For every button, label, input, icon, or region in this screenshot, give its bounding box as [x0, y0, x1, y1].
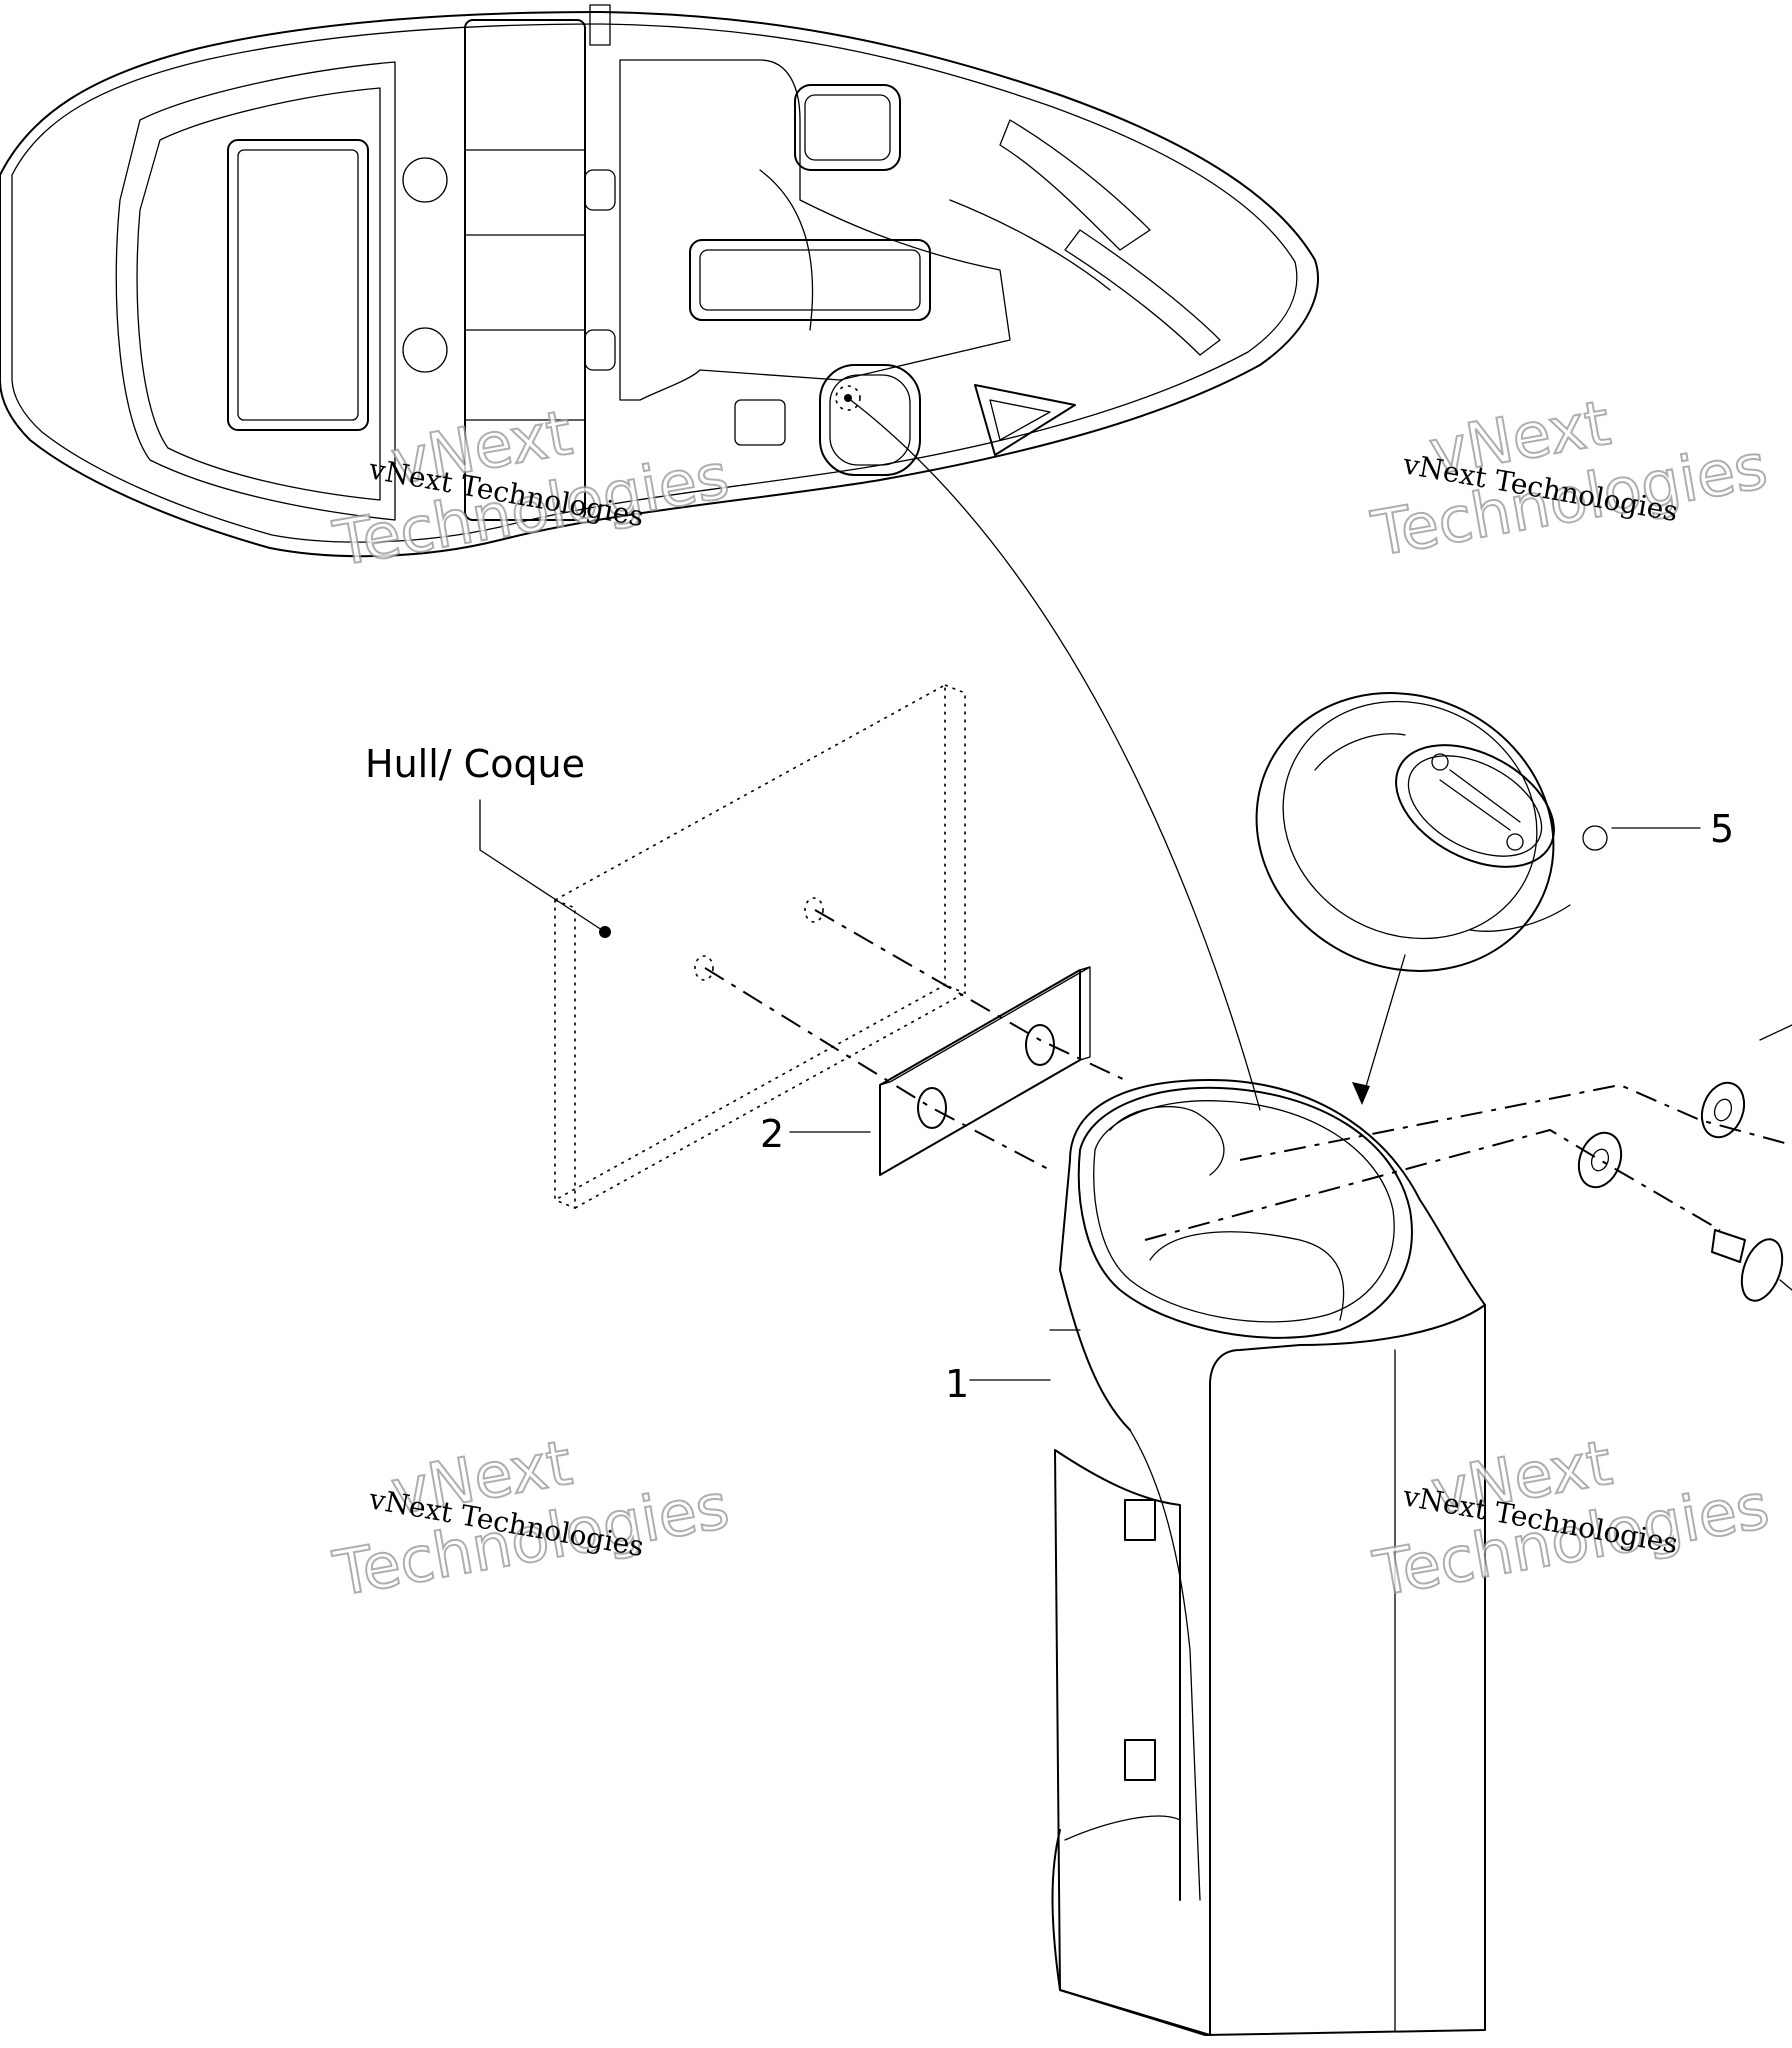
hull-label: Hull/ Coque — [365, 742, 585, 786]
part-5-label: 5 — [1710, 807, 1734, 851]
part-1-label: 1 — [945, 1362, 969, 1406]
part-2-label: 2 — [760, 1112, 784, 1156]
watermark-top-right: vNext Technologies — [1365, 385, 1773, 572]
part-5-cap — [1255, 692, 1608, 972]
part-2-plate — [879, 966, 1091, 1176]
hull-leader — [479, 799, 606, 933]
location-leader — [847, 397, 1261, 1111]
cap-arrow — [1361, 954, 1406, 1101]
watercraft-top-view — [0, 4, 1319, 558]
assembly-lines — [704, 909, 1792, 1241]
hardware — [1577, 1024, 1792, 1302]
part-1-storage-tube — [1049, 1079, 1486, 2036]
cap-arrow-head — [1352, 1082, 1370, 1105]
